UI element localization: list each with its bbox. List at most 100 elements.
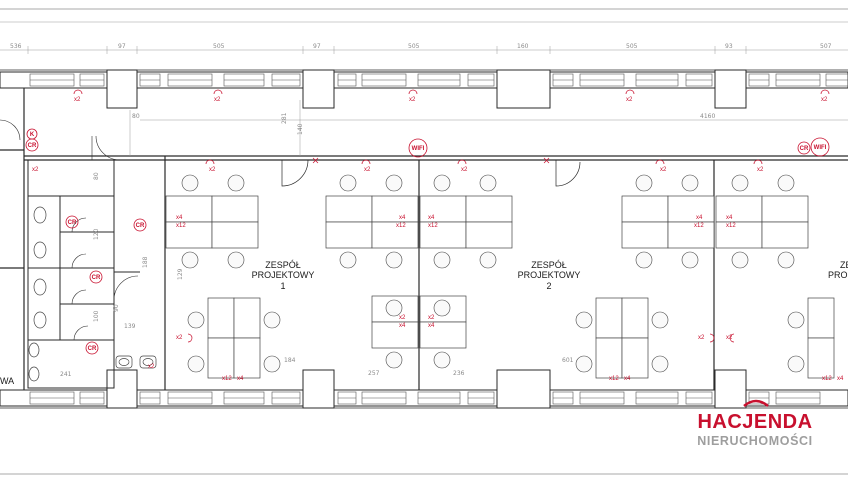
cr-marker: CR xyxy=(800,146,809,152)
socket-x4: x4 xyxy=(624,376,631,382)
dim-label: 139 xyxy=(124,323,136,330)
corridor-dimensions: 4160 80 140 281 xyxy=(129,100,848,156)
chairs xyxy=(181,174,805,373)
room-name: PROJEKTOWY xyxy=(252,270,315,280)
room-number: 2 xyxy=(546,281,551,291)
cr-marker: CR xyxy=(68,220,77,226)
top-windows xyxy=(29,73,848,87)
dim-label: 93 xyxy=(725,43,733,50)
dim-label: 536 xyxy=(10,43,22,50)
cr-marker: CR xyxy=(136,223,145,229)
cr-marker: CR xyxy=(88,346,97,352)
cr-marker: CR xyxy=(28,143,37,149)
room-name: ZESPÓŁ xyxy=(531,260,567,270)
socket-x2: x2 xyxy=(364,167,371,173)
columns xyxy=(106,69,747,409)
socket-x12: x12 xyxy=(726,223,736,229)
socket-x4: x4 xyxy=(399,215,406,221)
dim-label: 80 xyxy=(93,172,100,180)
dim-label: 601 xyxy=(562,357,574,364)
cr-marker: CR xyxy=(92,275,101,281)
dim-label: 188 xyxy=(142,256,149,268)
dim-label: 97 xyxy=(313,43,321,50)
room-name: PROJEKTOWY xyxy=(518,270,581,280)
socket-x12: x12 xyxy=(822,376,832,382)
markers: WIFI WIFI CR CR K CR CR CR CR xyxy=(25,128,830,355)
room-edge-label: WA xyxy=(0,376,14,386)
socket-x2: x2 xyxy=(74,97,81,103)
socket-x2: x2 xyxy=(698,335,705,341)
dim-label: 160 xyxy=(517,43,529,50)
dim-label: 100 xyxy=(93,310,100,322)
dim-label: 80 xyxy=(132,113,140,120)
k-marker: K xyxy=(30,132,35,138)
socket-x2: x2 xyxy=(209,167,216,173)
socket-x2: x2 xyxy=(461,167,468,173)
socket-x2: x2 xyxy=(626,97,633,103)
socket-x4: x4 xyxy=(237,376,244,382)
socket-x4: x4 xyxy=(428,215,435,221)
dim-label: 120 xyxy=(93,228,100,240)
socket-x12: x12 xyxy=(222,376,232,382)
bottom-windows xyxy=(29,391,821,405)
room-number: 1 xyxy=(280,281,285,291)
socket-labels: x2 x2 x2 x2 x2 x2 x2 x2 x2 x2 x2 x4 x12 … xyxy=(32,97,844,382)
dim-label: 184 xyxy=(284,357,296,364)
room-doors xyxy=(281,157,581,187)
room-label-1: ZESPÓŁ PROJEKTOWY 1 xyxy=(252,260,315,291)
room-name: ZE xyxy=(840,260,848,270)
socket-x12: x12 xyxy=(609,376,619,382)
socket-x2: x2 xyxy=(757,167,764,173)
outer-walls xyxy=(0,69,848,409)
socket-x2: x2 xyxy=(409,97,416,103)
dim-label: 241 xyxy=(60,371,72,378)
dim-label: 129 xyxy=(177,268,184,280)
socket-x12: x12 xyxy=(176,223,186,229)
toilet-fixtures xyxy=(28,206,157,382)
dim-label: 140 xyxy=(297,123,304,135)
dim-label: 507 xyxy=(820,43,832,50)
socket-symbols xyxy=(73,89,830,343)
socket-x4: x4 xyxy=(726,215,733,221)
dim-label: 97 xyxy=(118,43,126,50)
logo-name: HACJENDA xyxy=(697,411,812,433)
top-dimension-row: 536 97 505 97 505 160 505 93 507 xyxy=(0,43,848,54)
socket-x4: x4 xyxy=(176,215,183,221)
socket-x2: x2 xyxy=(660,167,667,173)
socket-x2: x2 xyxy=(176,335,183,341)
socket-x2: x2 xyxy=(821,97,828,103)
dim-label: 4160 xyxy=(700,113,715,120)
socket-x2: x2 xyxy=(214,97,221,103)
room-name: PRO xyxy=(828,270,848,280)
wifi-marker: WIFI xyxy=(814,145,827,151)
dim-label: 505 xyxy=(213,43,225,50)
toilet-dimensions: 80 120 188 100 139 241 90 129 184 257 23… xyxy=(60,172,574,378)
room-label-3: ZE PRO xyxy=(828,260,848,280)
socket-x2: x2 xyxy=(428,315,435,321)
toilet-block xyxy=(0,119,140,389)
socket-x4: x4 xyxy=(696,215,703,221)
dim-label: 505 xyxy=(408,43,420,50)
dim-label: 281 xyxy=(281,112,288,124)
desk-clusters xyxy=(165,195,835,379)
socket-x12: x12 xyxy=(694,223,704,229)
dim-label: 505 xyxy=(626,43,638,50)
dim-label: 236 xyxy=(453,370,465,377)
socket-x4: x4 xyxy=(399,323,406,329)
dim-label: 90 xyxy=(113,304,120,312)
socket-x2: x2 xyxy=(399,315,406,321)
wifi-marker: WIFI xyxy=(412,146,425,152)
socket-x2: x2 xyxy=(32,167,39,173)
socket-x4: x4 xyxy=(428,323,435,329)
room-name: ZESPÓŁ xyxy=(265,260,301,270)
dim-label: 257 xyxy=(368,370,380,377)
socket-x4: x4 xyxy=(837,376,844,382)
socket-x2: x2 xyxy=(148,364,155,370)
socket-x2: x2 xyxy=(726,335,733,341)
logo-subtitle: NIERUCHOMOŚCI xyxy=(697,433,812,448)
company-logo: HACJENDA NIERUCHOMOŚCI xyxy=(697,399,812,448)
socket-x12: x12 xyxy=(396,223,406,229)
socket-x12: x12 xyxy=(428,223,438,229)
room-label-2: ZESPÓŁ PROJEKTOWY 2 xyxy=(518,260,581,291)
